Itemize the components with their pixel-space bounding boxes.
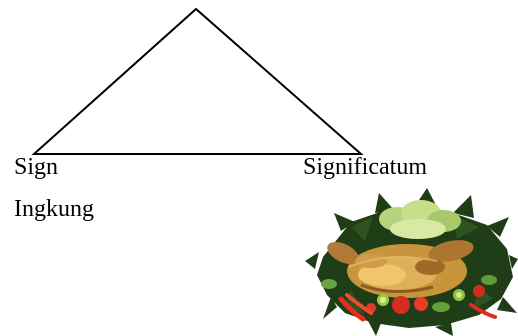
significatum-label: Significatum [303, 154, 427, 180]
lettuce-garnish [379, 200, 461, 239]
chili-garnish [338, 293, 497, 322]
sign-example-label: Ingkung [14, 196, 94, 222]
semiotic-triangle [31, 7, 364, 155]
lime-and-herbs [321, 275, 497, 312]
triangle-outline [31, 7, 364, 155]
roasted-chicken [327, 240, 474, 298]
ingkung-dish-image [303, 187, 518, 336]
sign-label: Sign [14, 154, 59, 180]
